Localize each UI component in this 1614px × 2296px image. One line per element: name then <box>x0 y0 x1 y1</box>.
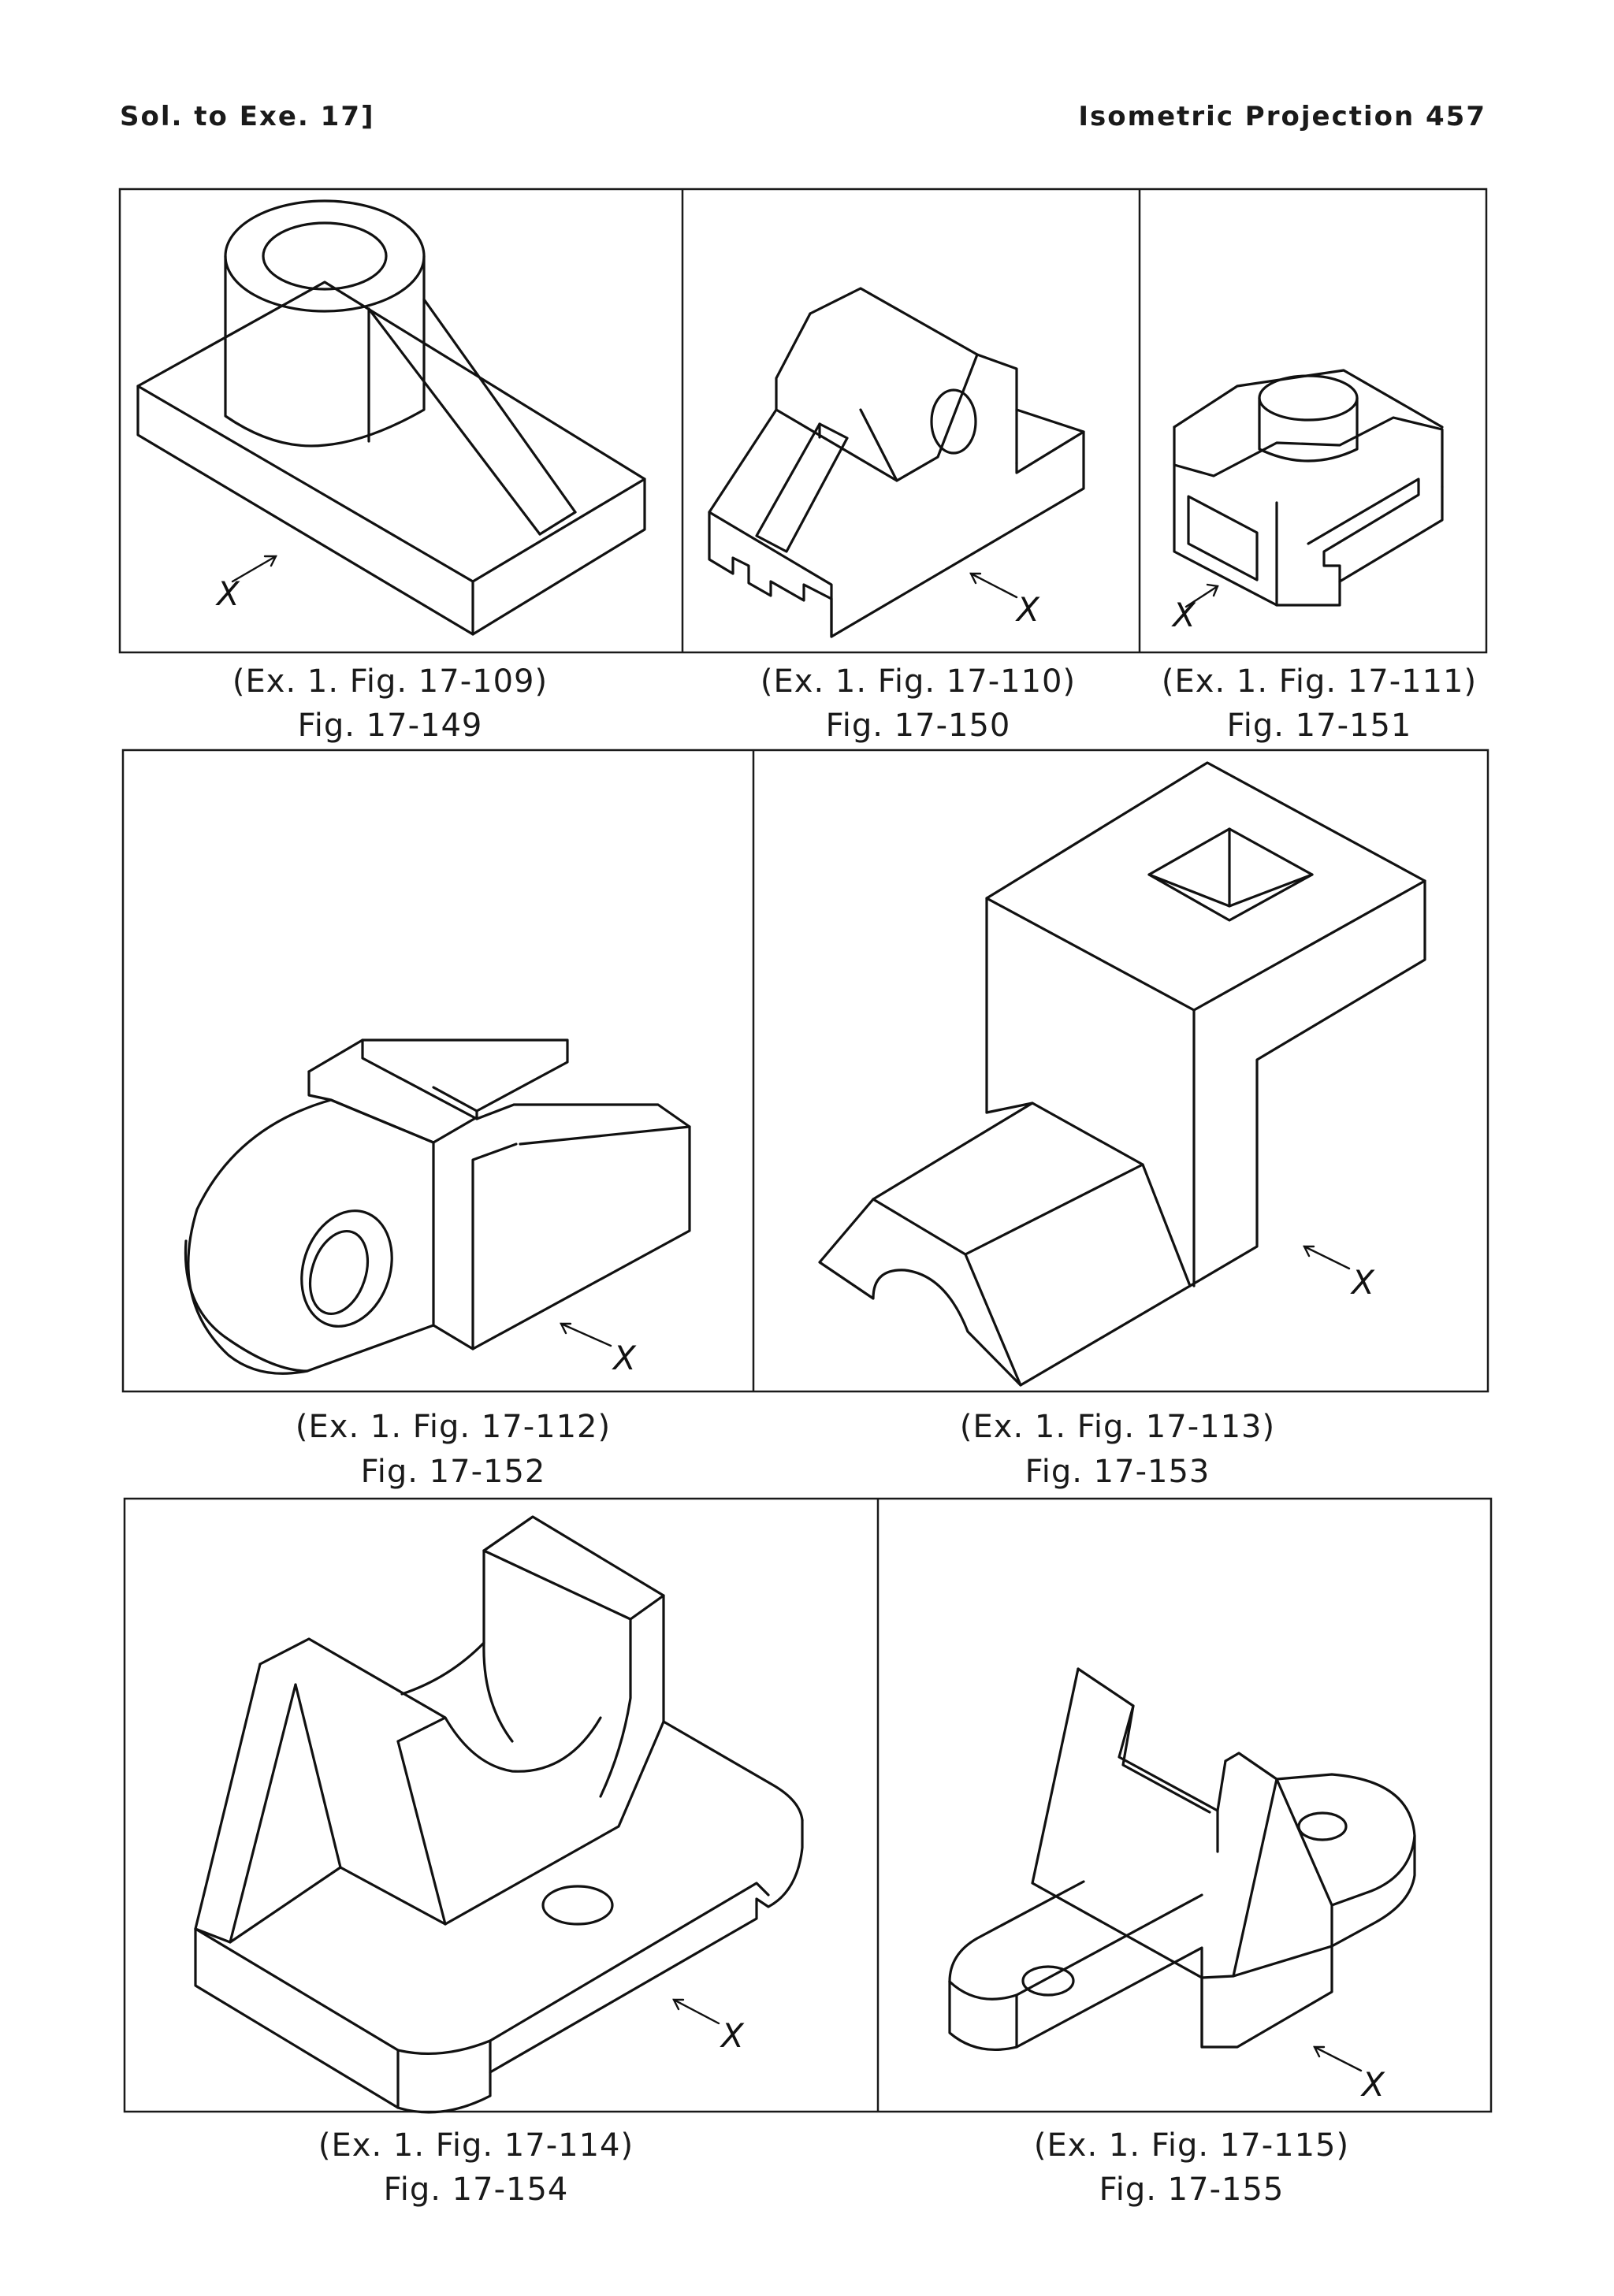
view-mark-155: X <box>1360 2065 1385 2104</box>
caption-ex-17-110: (Ex. 1. Fig. 17-110) <box>760 663 1077 700</box>
view-arrow-152: X <box>560 1322 637 1377</box>
caption-fig-17-153: Fig. 17-153 <box>1025 1454 1210 1490</box>
view-mark-153: X <box>1350 1263 1375 1302</box>
view-mark-151: X <box>1171 596 1196 634</box>
caption-fig-17-151: Fig. 17-151 <box>1226 708 1412 744</box>
fig-17-154-drawing <box>194 1515 804 2114</box>
view-mark-154: X <box>720 2016 745 2055</box>
view-arrow-153: X <box>1303 1245 1375 1302</box>
fig-17-150-drawing <box>708 287 1085 638</box>
running-head-left: Sol. to Exe. 17] <box>120 101 375 132</box>
caption-ex-17-114: (Ex. 1. Fig. 17-114) <box>318 2127 634 2164</box>
view-arrow-150: X <box>969 572 1040 629</box>
fig-17-149-drawing <box>136 199 646 636</box>
running-head-right: Isometric Projection 457 <box>1078 101 1486 132</box>
fig-17-151-drawing <box>1173 369 1444 607</box>
caption-fig-17-149: Fig. 17-149 <box>297 708 483 744</box>
caption-ex-17-109: (Ex. 1. Fig. 17-109) <box>232 663 549 700</box>
caption-ex-17-113: (Ex. 1. Fig. 17-113) <box>959 1409 1276 1445</box>
row1-frame <box>118 188 1488 654</box>
fig-17-152-drawing <box>184 1038 691 1375</box>
row3-frame <box>123 1497 1493 2113</box>
caption-fig-17-152: Fig. 17-152 <box>360 1454 546 1490</box>
view-mark-149: X <box>215 574 240 613</box>
caption-fig-17-150: Fig. 17-150 <box>825 708 1011 744</box>
view-mark-152: X <box>612 1339 637 1377</box>
caption-ex-17-115: (Ex. 1. Fig. 17-115) <box>1033 2127 1350 2164</box>
caption-ex-17-111: (Ex. 1. Fig. 17-111) <box>1161 663 1478 700</box>
view-mark-150: X <box>1015 590 1040 629</box>
caption-fig-17-155: Fig. 17-155 <box>1099 2172 1285 2208</box>
caption-ex-17-112: (Ex. 1. Fig. 17-112) <box>295 1409 612 1445</box>
caption-fig-17-154: Fig. 17-154 <box>383 2172 569 2208</box>
view-arrow-155: X <box>1313 2045 1385 2104</box>
view-arrow-154: X <box>672 1998 745 2055</box>
fig-17-155-drawing <box>948 1667 1416 2052</box>
fig-17-153-drawing <box>818 761 1426 1387</box>
view-arrow-149: X <box>215 555 277 613</box>
row2-frame <box>121 749 1489 1393</box>
view-arrow-151: X <box>1171 583 1219 634</box>
